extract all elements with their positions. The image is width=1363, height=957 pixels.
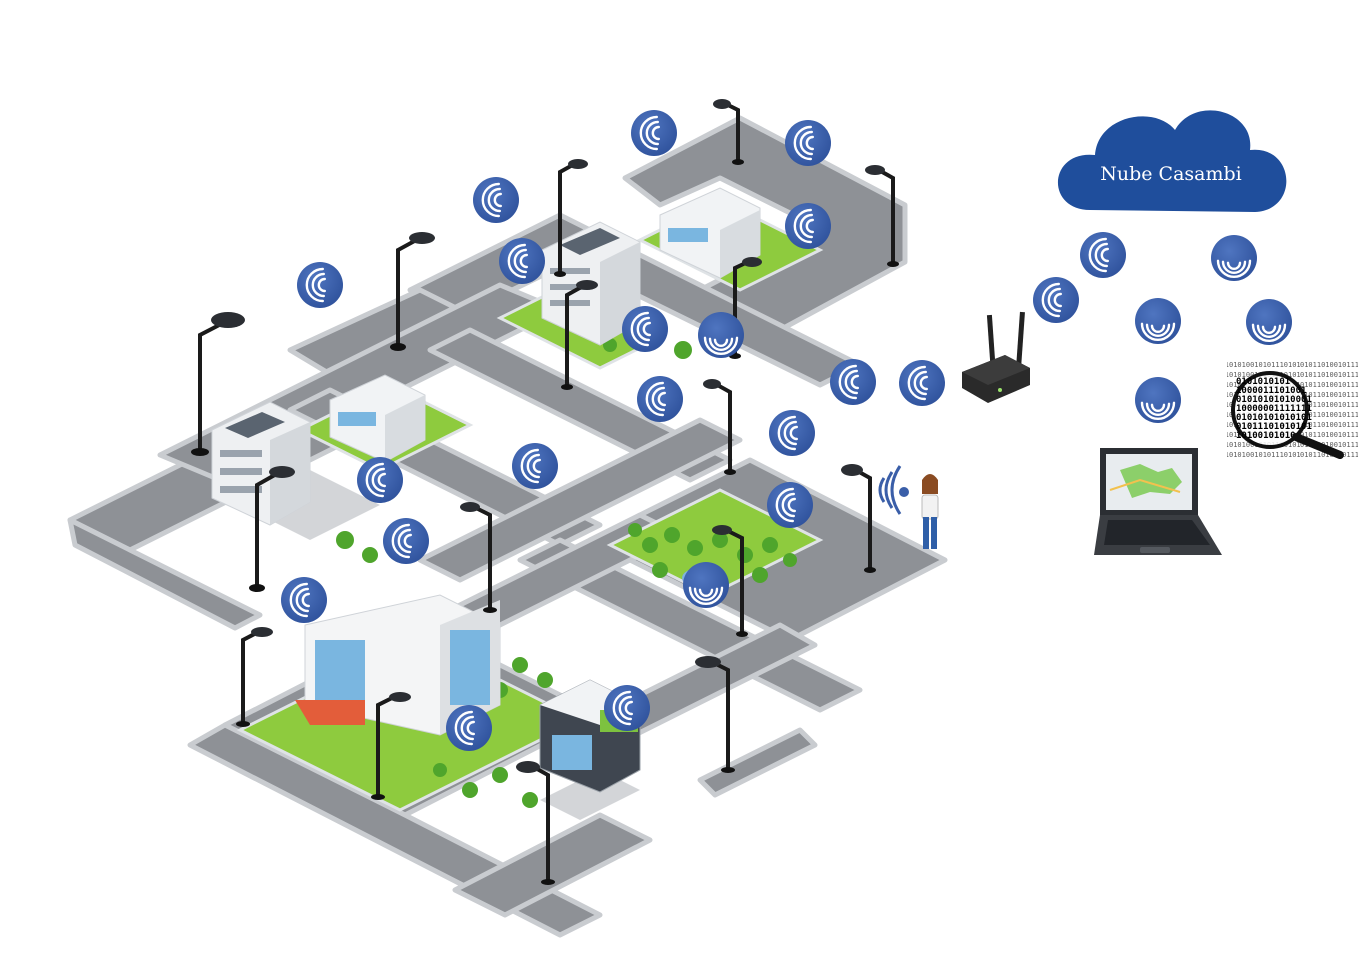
wireless-signal-icon [499, 238, 545, 284]
wireless-signal-icon [512, 443, 558, 489]
binary-line: 0101010101 [1236, 377, 1290, 387]
gateway-router-icon [962, 311, 1030, 403]
wireless-signal-icon [785, 203, 831, 249]
signal-icons [281, 110, 1292, 751]
cloud-label: Nube Casambi [1100, 163, 1242, 185]
laptop-icon [1094, 448, 1222, 555]
data-analysis-icon: 0101010101100001110100101010101010001100… [1227, 362, 1358, 459]
wireless-signal-icon [1246, 299, 1292, 345]
wireless-signal-icon [899, 360, 945, 406]
wireless-signal-icon [1211, 235, 1257, 281]
wireless-signal-icon [631, 110, 677, 156]
wireless-signal-icon [683, 562, 729, 608]
street-light-icon [198, 320, 226, 450]
binary-line: 01011101010101 [1236, 422, 1312, 432]
wireless-signal-icon [1135, 298, 1181, 344]
wireless-signal-icon [383, 518, 429, 564]
lens-binary-text: 0101010101100001110100101010101010001100… [1236, 377, 1312, 441]
wireless-signal-icon [357, 457, 403, 503]
building-office-bottom [295, 594, 501, 736]
binary-line: 10000001111111 [1236, 404, 1312, 414]
wireless-signal-icon [767, 482, 813, 528]
wireless-signal-icon [297, 262, 343, 308]
wireless-signal-icon [1135, 377, 1181, 423]
binary-line: 01010101010101 [1236, 413, 1312, 423]
wireless-signal-icon [1080, 232, 1126, 278]
building-house-top [659, 187, 761, 279]
binary-line: 1000011101001 [1236, 386, 1306, 396]
person-with-phone-icon [878, 465, 939, 549]
buildings [211, 187, 761, 793]
casambi-cloud: Nube Casambi [1057, 110, 1287, 212]
street-light-icon [255, 470, 281, 585]
wireless-signal-icon [1033, 277, 1079, 323]
binary-line: 10100101010 [1236, 431, 1296, 441]
wireless-signal-icon [769, 410, 815, 456]
wireless-signal-icon [281, 577, 327, 623]
wireless-signal-icon [698, 312, 744, 358]
wireless-signal-icon [473, 177, 519, 223]
wireless-signal-icon [446, 705, 492, 751]
wireless-signal-icon [604, 685, 650, 731]
building-house-left [329, 374, 426, 463]
magnifying-glass-icon [1231, 371, 1309, 449]
street-lights [191, 99, 899, 885]
binary-line: 01010101010001 [1236, 395, 1312, 405]
wireless-signal-icon [785, 120, 831, 166]
wireless-signal-icon [622, 306, 668, 352]
wireless-signal-icon [637, 376, 683, 422]
wireless-signal-icon [830, 359, 876, 405]
